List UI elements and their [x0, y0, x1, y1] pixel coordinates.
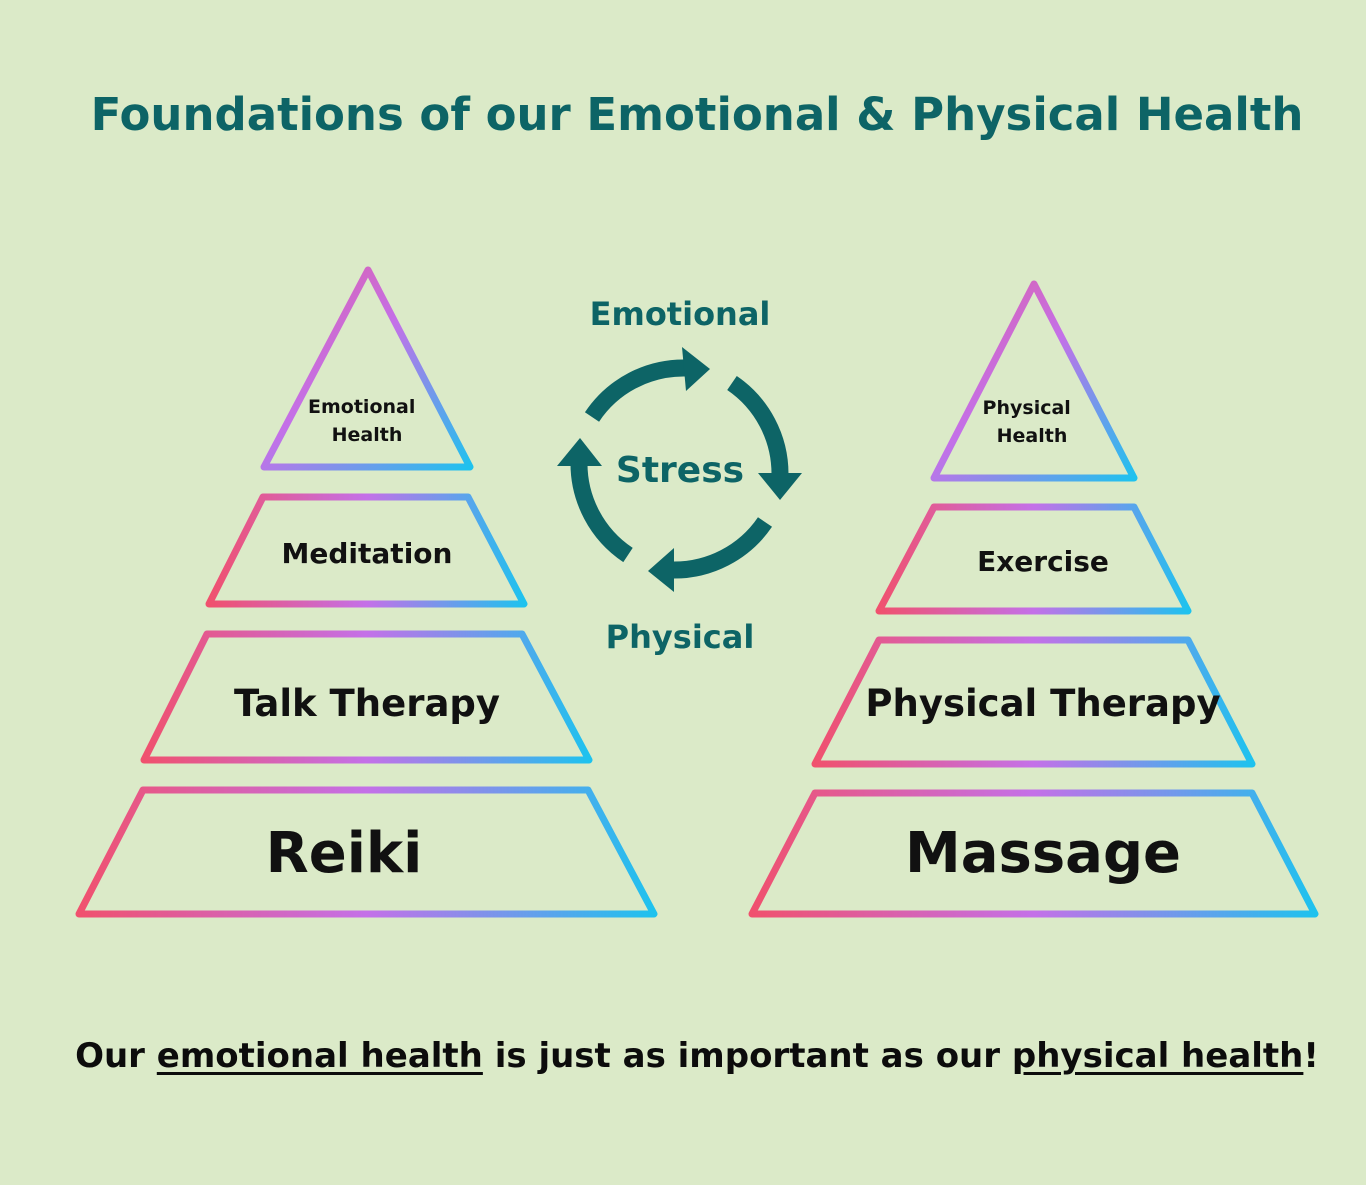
- cycle-arrowhead-left: [557, 438, 602, 466]
- cycle-arrowhead-top: [682, 347, 710, 391]
- svg-text:Emotional Health: Emotional Health: [308, 396, 422, 446]
- physical-therapy-label: Physical Therapy: [865, 682, 1220, 725]
- footer-part2: is just as important as our: [482, 1036, 1012, 1076]
- footer-physical-health: physical health: [1011, 1036, 1304, 1076]
- cycle-stress-label: Stress: [616, 450, 744, 491]
- cycle-arrowhead-bottom: [648, 548, 674, 592]
- massage-label: Massage: [905, 821, 1181, 886]
- footer-part1: Our: [75, 1036, 157, 1076]
- cycle-arrow-right: [727, 375, 789, 475]
- page-title: Foundations of our Emotional & Physical …: [90, 88, 1304, 141]
- right-top-label-line2: Health: [997, 425, 1068, 447]
- left-pyramid-level2: [205, 493, 528, 608]
- left-top-label-line1: Emotional: [308, 396, 415, 418]
- right-pyramid-base: [748, 789, 1319, 918]
- right-pyramid-top-triangle: [930, 280, 1138, 482]
- right-pyramid: Physical Health Exercise Physical Therap…: [748, 280, 1319, 918]
- talk-therapy-label: Talk Therapy: [234, 682, 500, 725]
- right-pyramid-level2: [875, 503, 1192, 615]
- cycle-physical-label: Physical: [606, 618, 755, 656]
- left-pyramid-top-triangle: [260, 266, 474, 471]
- exercise-label: Exercise: [977, 545, 1109, 578]
- cycle-arrowhead-right: [758, 473, 802, 500]
- footer-part3: !: [1303, 1036, 1319, 1076]
- left-pyramid-base: [75, 786, 658, 918]
- footer-emotional-health: emotional health: [156, 1036, 483, 1076]
- cycle-arrow-bottom: [671, 517, 773, 579]
- right-pyramid-level3: [811, 636, 1256, 768]
- reiki-label: Reiki: [266, 821, 423, 886]
- left-top-label-line2: Health: [332, 424, 403, 446]
- svg-text:Physical Health: Physical Health: [983, 397, 1078, 447]
- stress-cycle: Emotional Stress Physical: [557, 295, 802, 656]
- left-pyramid-level3: [140, 630, 593, 764]
- left-pyramid: Emotional Health Meditation Talk Therapy…: [75, 266, 658, 918]
- cycle-emotional-label: Emotional: [590, 295, 771, 333]
- meditation-label: Meditation: [282, 537, 453, 570]
- cycle-arrow-left: [570, 461, 633, 563]
- right-top-label-line1: Physical: [983, 397, 1071, 419]
- footer-statement: Our emotional health is just as importan…: [0, 1036, 1366, 1076]
- cycle-arrow-top: [584, 359, 687, 422]
